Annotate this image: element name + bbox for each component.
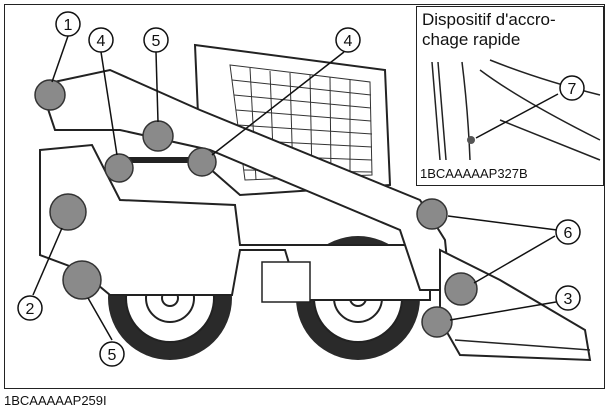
callout-2: 4 — [88, 27, 114, 53]
callout-4-label: 4 — [344, 33, 353, 50]
callout-5-label: 2 — [26, 301, 35, 318]
callout-6-label: 5 — [108, 347, 117, 364]
main-figure-frame — [4, 4, 605, 389]
callout-7-label: 6 — [564, 225, 573, 242]
callout-2-label: 4 — [97, 33, 106, 50]
callout-7: 6 — [555, 219, 581, 245]
inset-title: Dispositif d'accro- chage rapide — [422, 10, 602, 50]
inset-callout: 7 — [559, 75, 585, 101]
callout-8: 3 — [555, 285, 581, 311]
grease-points — [34, 79, 478, 338]
lift-arm — [38, 68, 452, 291]
callouts: 1 4 5 4 2 5 6 — [17, 11, 581, 367]
callout-1-label: 1 — [64, 17, 73, 34]
inset-callout-label: 7 — [568, 81, 577, 98]
grease-point-6 — [62, 260, 102, 300]
side-plate — [261, 261, 311, 303]
callout-4: 4 — [335, 27, 361, 53]
grease-point-7 — [416, 198, 448, 230]
grease-point-5 — [49, 193, 87, 231]
callout-1: 1 — [55, 11, 81, 37]
callout-3: 5 — [143, 27, 169, 53]
leader-lines — [32, 35, 558, 341]
inset-grease-point — [467, 136, 475, 144]
inset-title-line1: Dispositif d'accro- — [422, 10, 556, 29]
callout-8-label: 3 — [564, 291, 573, 308]
callout-6: 5 — [99, 341, 125, 367]
grease-point-9 — [421, 306, 453, 338]
main-figure-code: 1BCAAAAAP259I — [4, 393, 107, 408]
grease-point-2 — [104, 153, 134, 183]
callout-3-label: 5 — [152, 33, 161, 50]
inset-title-line2: chage rapide — [422, 30, 521, 49]
grease-point-4 — [187, 147, 217, 177]
grease-point-1 — [34, 79, 66, 111]
callout-5: 2 — [17, 295, 43, 321]
inset-code: 1BCAAAAAP327B — [420, 166, 528, 181]
grease-point-8 — [444, 272, 478, 306]
